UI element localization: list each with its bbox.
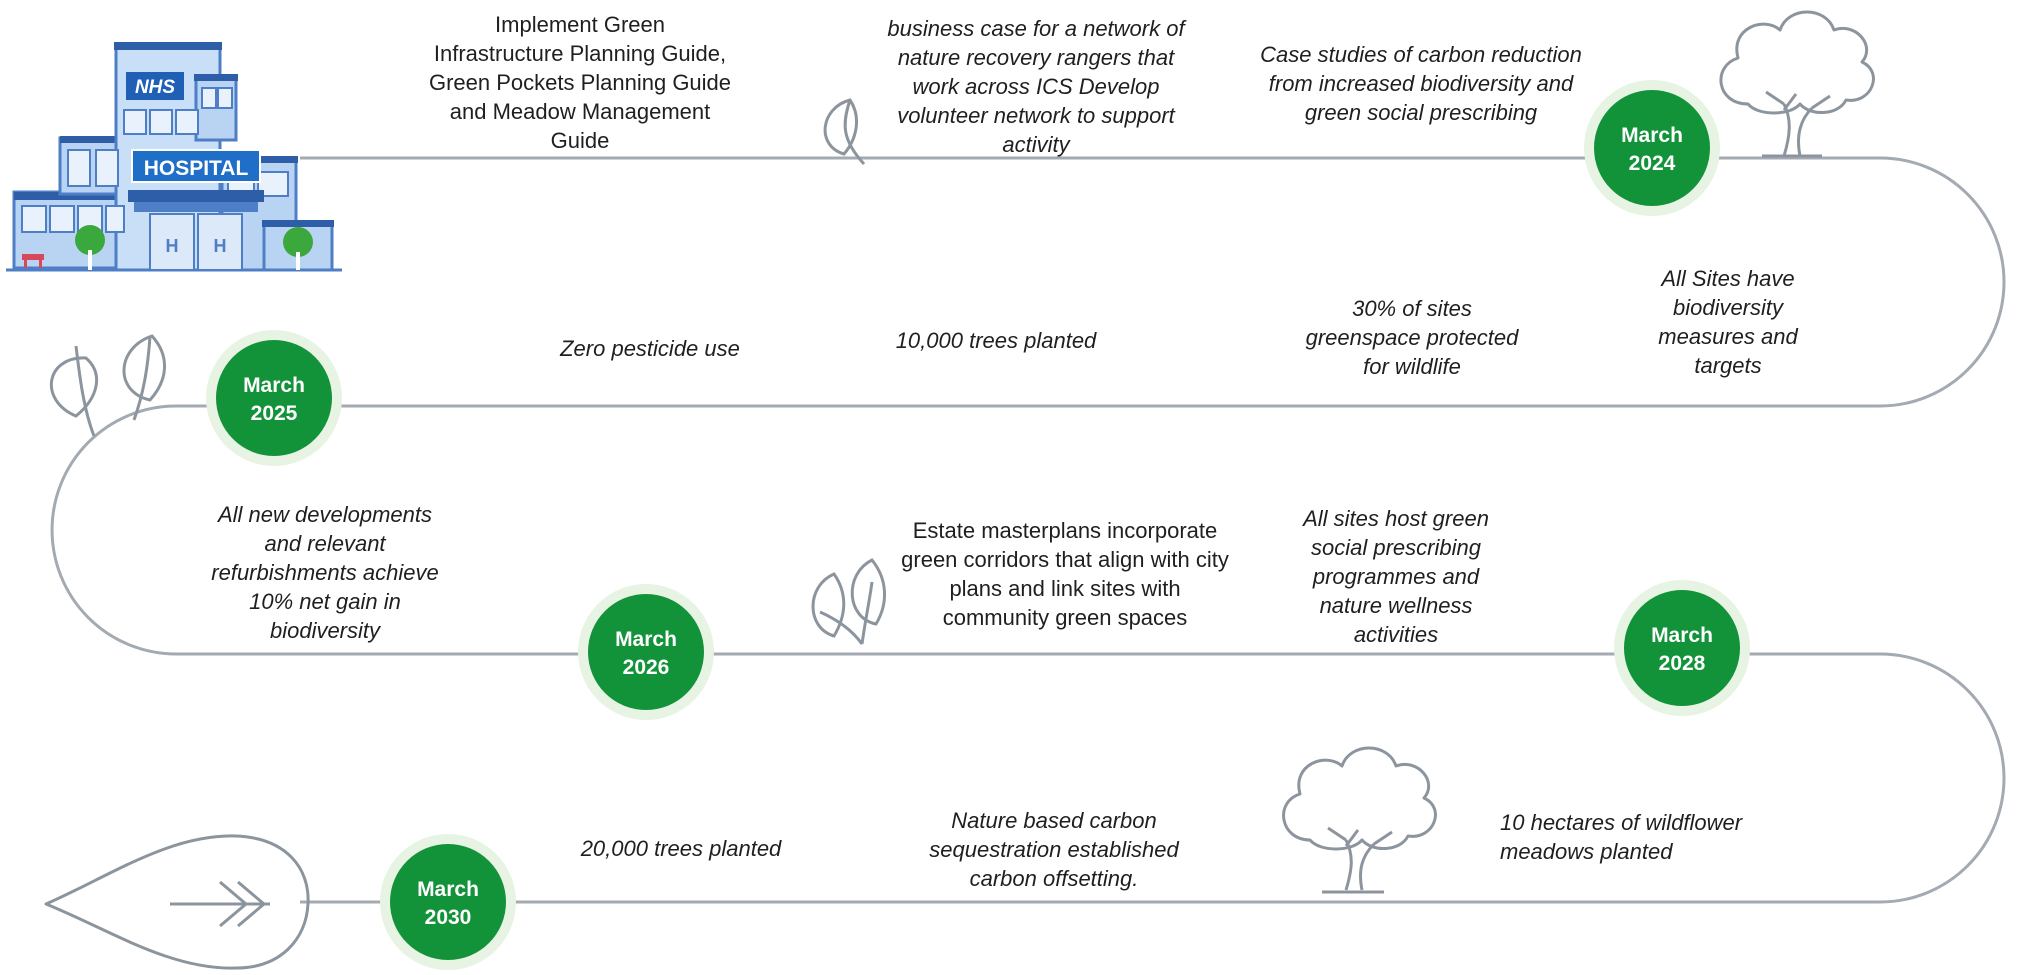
note-green-infrastructure: Implement Green Infrastructure Planning …	[428, 12, 732, 153]
hospital-sign-text: HOSPITAL	[144, 157, 249, 180]
milestone-march-2024: March 2024	[1584, 80, 1720, 216]
tree-icon	[1282, 746, 1437, 894]
milestone-march-2025: March 2025	[206, 330, 342, 466]
leaf-pair-icon	[49, 334, 166, 437]
milestone-month: March	[243, 374, 305, 397]
milestone-month: March	[615, 628, 677, 651]
note-case-studies: Case studies of carbon reduction from in…	[1260, 42, 1582, 125]
milestone-year: 2030	[425, 906, 472, 929]
leaf-icon	[823, 98, 866, 166]
note-pesticide: Zero pesticide use	[560, 336, 740, 361]
milestone-year: 2028	[1659, 652, 1706, 675]
tree-icon	[1719, 10, 1875, 158]
milestone-year: 2026	[623, 656, 670, 679]
door-letter-right: H	[214, 236, 227, 256]
big-leaf-arrow-icon	[44, 834, 310, 970]
double-leaf-icon	[811, 558, 887, 645]
note-net-gain: All new developments and relevant refurb…	[211, 502, 439, 643]
note-wildflower: 10 hectares of wildflower meadows plante…	[1500, 810, 1743, 864]
roadmap-path	[50, 156, 2006, 904]
nhs-logo-text: NHS	[135, 77, 175, 98]
milestone-month: March	[1621, 124, 1683, 147]
hospital-building-icon: H H NHS HOSPITAL	[6, 42, 342, 272]
milestone-march-2030: March 2030	[380, 834, 516, 970]
note-masterplans: Estate masterplans incorporate green cor…	[901, 518, 1229, 630]
milestone-year: 2024	[1629, 152, 1676, 175]
small-tree-icon	[283, 227, 313, 270]
note-biodiversity-targets: All Sites have biodiversity measures and…	[1658, 266, 1798, 378]
milestone-month: March	[417, 878, 479, 901]
note-rangers: business case for a network of nature re…	[887, 16, 1185, 157]
milestone-year: 2025	[251, 402, 298, 425]
milestone-march-2028: March 2028	[1614, 580, 1750, 716]
note-trees-10k: 10,000 trees planted	[895, 328, 1097, 353]
note-social-prescribing: All sites host green social prescribing …	[1303, 506, 1489, 647]
note-greenspace: 30% of sites greenspace protected for wi…	[1305, 296, 1519, 379]
note-trees-20k: 20,000 trees planted	[580, 836, 782, 861]
small-tree-icon	[75, 225, 105, 270]
door-letter-left: H	[166, 236, 179, 256]
milestone-march-2026: March 2026	[578, 584, 714, 720]
milestone-month: March	[1651, 624, 1713, 647]
note-carbon-sequestration: Nature based carbon sequestration establ…	[929, 808, 1179, 891]
